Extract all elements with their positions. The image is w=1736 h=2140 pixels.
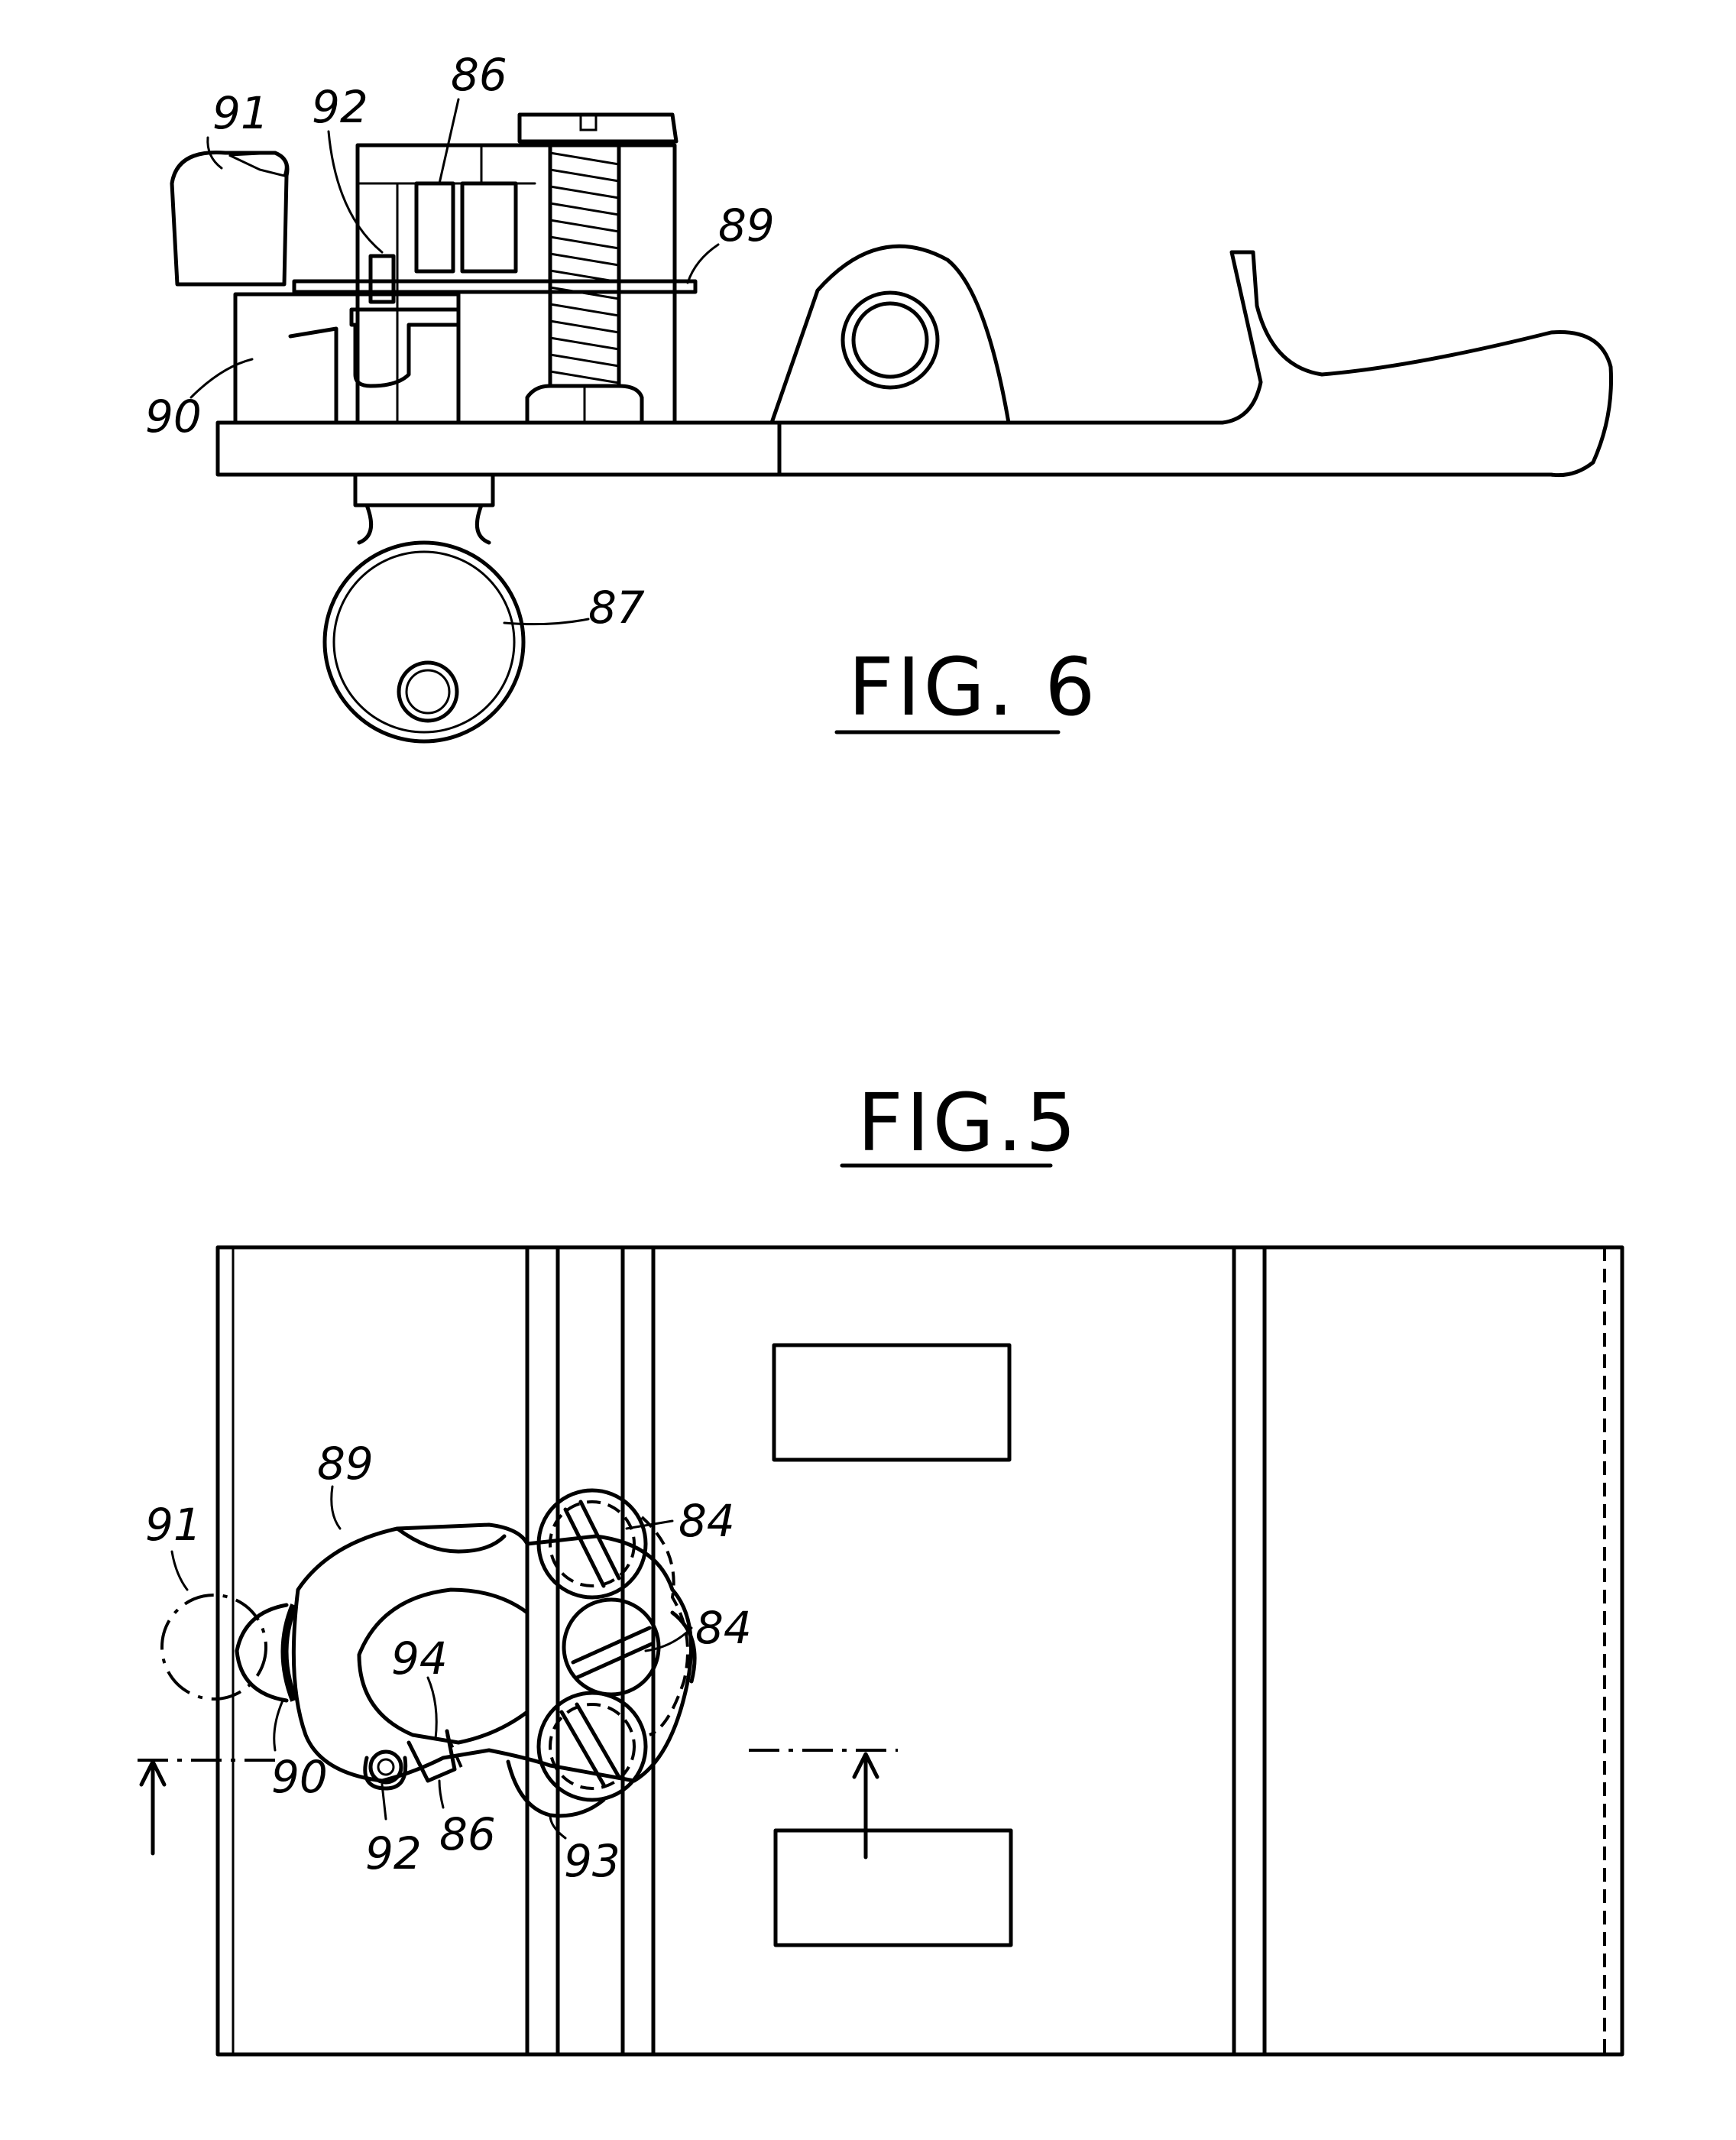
fig6-label-87: 87: [588, 582, 645, 634]
fig6-screw-threads: [550, 153, 619, 383]
fig6-pin-86-section: [416, 183, 453, 271]
fig6-cap-91-hatch: [229, 153, 286, 176]
fig6-label-91: 91: [212, 87, 269, 139]
fig5-leader-89: [332, 1487, 340, 1529]
fig6-base-plate-section: [218, 423, 779, 475]
fig6-block-90: [235, 294, 458, 423]
fig5-label-93: 93: [564, 1835, 620, 1887]
fig5-window-top: [774, 1345, 1009, 1460]
fig6-label-86: 86: [451, 49, 507, 101]
fig6-stem: [355, 475, 493, 505]
fig6-roller-hole-inner: [406, 670, 449, 713]
fig5-label-94: 94: [391, 1633, 448, 1684]
fig6-lever-body: [779, 252, 1611, 475]
fig6-view: 91 92 86 89 90 87 FIG. 6: [145, 49, 1611, 741]
fig5-label-86: 86: [439, 1808, 496, 1860]
fig5-block-90: [237, 1605, 287, 1701]
fig5-label-90: 90: [271, 1751, 328, 1803]
fig6-block-90-slot: [290, 329, 336, 423]
fig6-roller-87: [325, 543, 523, 741]
fig5-pin-92-inner: [378, 1759, 394, 1775]
fig6-pivot-ear: [772, 246, 1009, 423]
fig6-label-89: 89: [718, 199, 775, 251]
fig5-pin-92-outer: [371, 1752, 401, 1782]
fig6-plate-89: [294, 281, 695, 292]
fig5-leader-94: [428, 1678, 436, 1739]
fig5-leader-90: [274, 1701, 283, 1750]
fig5-view: FIG.5: [138, 1076, 1622, 2054]
fig6-leader-87: [504, 619, 588, 624]
fig5-leader-84a: [627, 1521, 672, 1529]
fig6-label-90: 90: [145, 391, 202, 443]
fig5-leader-91: [172, 1552, 187, 1590]
fig5-screw-middle: [564, 1600, 659, 1694]
fig6-spacer: [462, 183, 516, 271]
fig6-pivot-hole-inner: [853, 303, 927, 377]
fig6-pivot-hole-outer: [843, 293, 938, 387]
fig5-label-84-middle: 84: [695, 1602, 752, 1654]
fig6-leader-86: [439, 99, 458, 183]
fig6-neck: [359, 505, 489, 543]
fig5-leader-86: [439, 1781, 443, 1808]
fig6-screw-head-slot: [581, 115, 596, 130]
fig5-label-91: 91: [145, 1499, 202, 1551]
fig6-screw-head: [520, 115, 676, 141]
fig5-label-92: 92: [365, 1827, 422, 1879]
fig6-holder: [351, 310, 458, 386]
fig5-plate-89-notch: [397, 1529, 504, 1552]
fig5-lobe-outline: [642, 1517, 688, 1735]
fig6-title: FIG. 6: [848, 640, 1098, 734]
fig6-leader-92: [329, 131, 382, 252]
fig5-label-89: 89: [317, 1438, 374, 1490]
fig5-window-bottom: [776, 1830, 1011, 1945]
fig6-label-92: 92: [312, 81, 368, 133]
fig5-label-84-top: 84: [679, 1495, 735, 1547]
fig6-leader-89: [688, 245, 718, 283]
fig5-screw-bottom: [539, 1693, 646, 1800]
fig5-title: FIG.5: [857, 1076, 1079, 1169]
fig6-roller-87-outline: [334, 552, 514, 732]
